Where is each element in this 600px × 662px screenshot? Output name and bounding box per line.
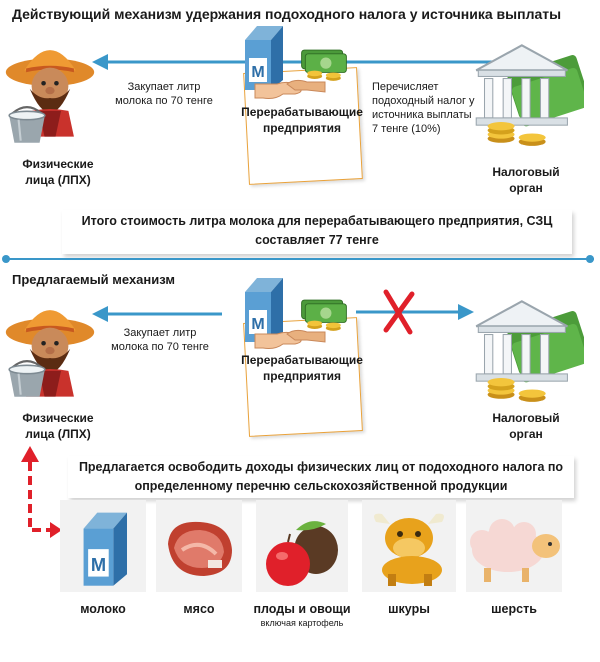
top-tax-label: Налоговый орган xyxy=(492,165,560,195)
dashed-red-arrow xyxy=(21,446,62,538)
product-label: мясо xyxy=(183,602,215,616)
cross-icon xyxy=(383,289,415,335)
top-summary-banner: Итого стоимость литра молока для перераб… xyxy=(62,210,572,254)
product-tile-fruits xyxy=(256,500,348,592)
product-label: плоды и овощи xyxy=(253,602,351,616)
handshake-icon xyxy=(222,322,358,352)
milk-carton-icon xyxy=(74,508,132,588)
bottom-title: Предлагаемый механизм xyxy=(12,272,176,287)
bottom-buys-text: Закупает литр молока по 70 тенге xyxy=(111,327,209,353)
bottom-tax-label: Налоговый орган xyxy=(492,411,560,441)
top-transfers-text: Перечисляет подоходный налог у источника… xyxy=(372,81,475,135)
product-label: молоко xyxy=(80,602,126,616)
product-tile-meat xyxy=(156,500,242,592)
proposal-banner: Предлагается освободить доходы физически… xyxy=(68,456,574,498)
product-label: шерсть xyxy=(491,602,537,616)
bottom-enterprises-label: Перерабатывающие предприятия xyxy=(241,353,363,383)
bull-icon xyxy=(374,513,444,586)
product-tile-milk xyxy=(60,500,146,592)
tax-office-icon xyxy=(470,34,584,150)
sheep-icon xyxy=(470,519,560,582)
top-title: Действующий механизм удержания подоходно… xyxy=(12,6,562,22)
handshake-icon xyxy=(222,72,358,102)
crossed-arrow xyxy=(356,289,474,335)
separator-dot-right xyxy=(586,255,594,263)
section-separator xyxy=(6,258,594,260)
top-buys-text: Закупает литр молока по 70 тенге xyxy=(115,81,213,107)
tax-office-icon xyxy=(470,290,584,406)
bottom-flow-arrow xyxy=(92,306,222,322)
product-tile-hides xyxy=(362,500,456,592)
individuals-label: Физические лица (ЛПХ) xyxy=(22,411,94,441)
top-enterprises-label: Перерабатывающие предприятия xyxy=(241,105,363,135)
product-tile-wool xyxy=(466,500,562,592)
fruit-vegetables-icon xyxy=(266,521,338,586)
meat-icon xyxy=(168,521,232,576)
product-label: шкуры xyxy=(388,602,430,616)
individuals-label: Физические лица (ЛПХ) xyxy=(22,157,94,187)
milk-bucket-icon xyxy=(6,360,48,400)
milk-bucket-icon xyxy=(6,106,48,146)
product-note: включая картофель xyxy=(260,618,344,628)
